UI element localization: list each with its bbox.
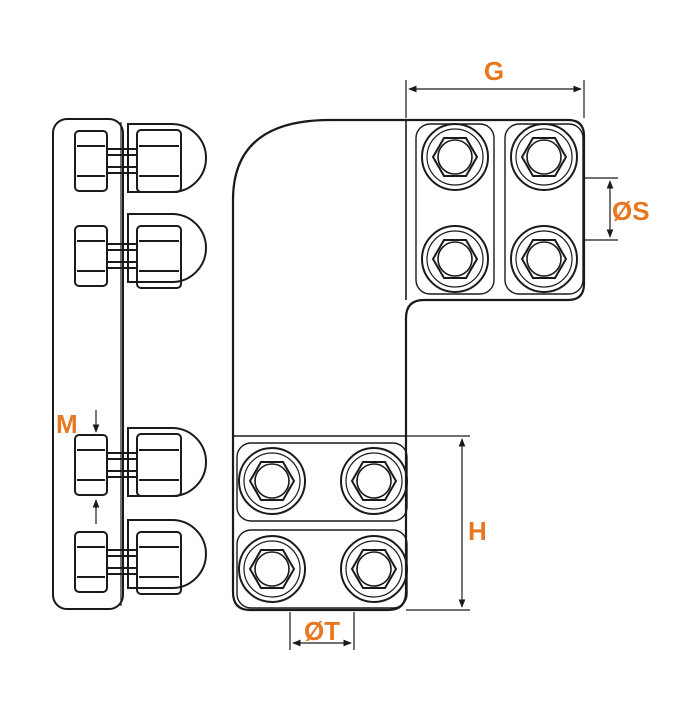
dimension-s — [584, 177, 618, 241]
label-g: G — [484, 56, 504, 86]
side-bolt-assembly-4 — [74, 519, 207, 595]
side-bolt-assembly-2 — [74, 213, 207, 289]
hex-bolt-icon — [421, 225, 489, 293]
dimension-g — [405, 80, 585, 118]
label-s: ØS — [612, 196, 650, 226]
hex-bolt-icon — [510, 225, 578, 293]
hex-bolt-icon — [238, 535, 306, 603]
label-h: H — [468, 516, 487, 546]
side-bolt-assembly-3 — [74, 427, 207, 497]
hex-bolt-icon — [340, 447, 408, 515]
hex-bolt-icon — [510, 123, 578, 191]
hex-bolt-icon — [421, 123, 489, 191]
hex-bolt-icon — [340, 535, 408, 603]
side-view — [52, 118, 207, 610]
label-t: ØT — [304, 616, 340, 646]
dimension-h — [406, 435, 470, 611]
side-view-bar — [52, 118, 124, 610]
dimension-t — [289, 612, 355, 650]
label-m: M — [56, 409, 78, 439]
side-bolt-assembly-1 — [74, 123, 207, 193]
l-shaped-body-outline — [231, 118, 586, 612]
hex-bolt-icon — [238, 447, 306, 515]
